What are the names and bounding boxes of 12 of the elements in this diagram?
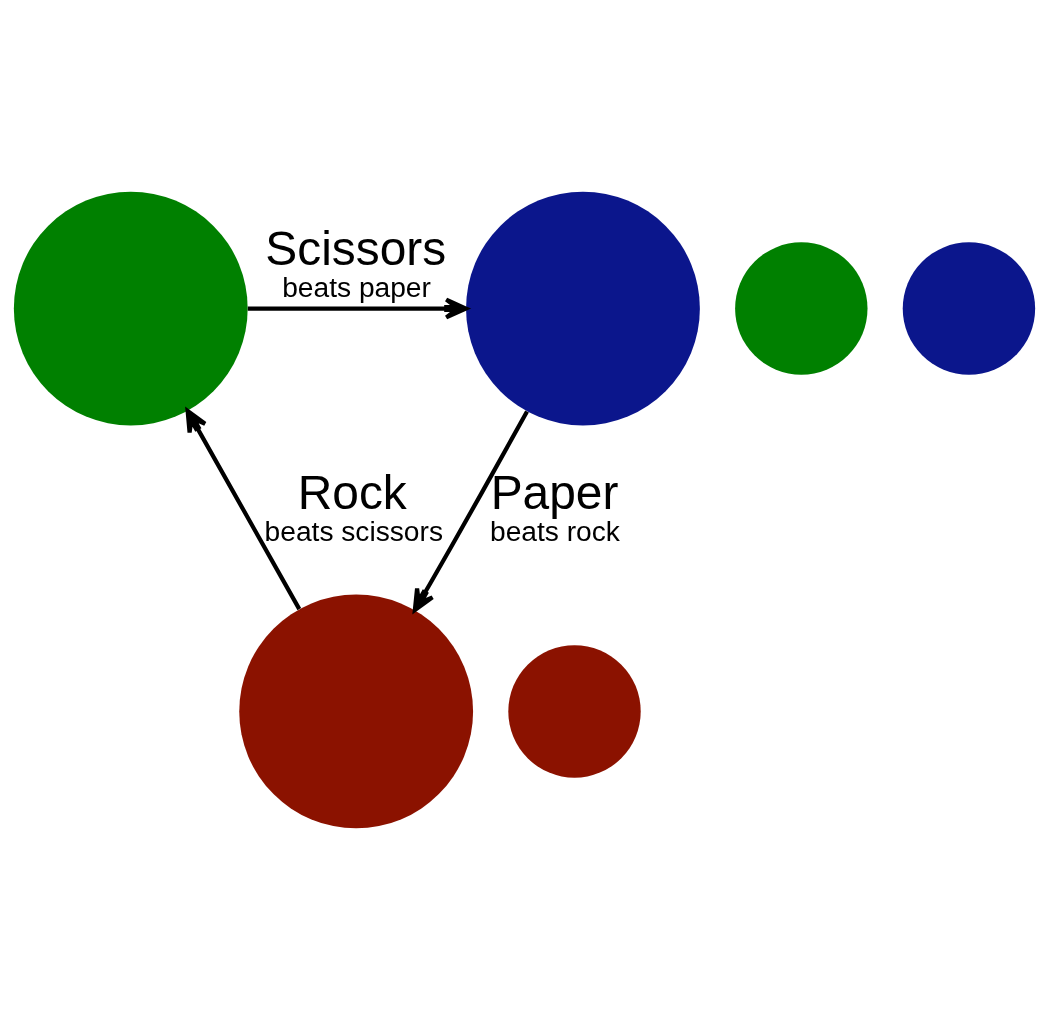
node-circle — [735, 241, 868, 375]
arrow — [412, 410, 529, 612]
arrow — [185, 408, 302, 610]
arrow — [247, 297, 469, 320]
node-circle — [508, 644, 641, 778]
node-circle — [902, 241, 1036, 375]
edge-label: Paper beats rock — [489, 465, 620, 547]
node-circle — [239, 594, 474, 828]
edge-label: Rock beats scissors — [264, 465, 443, 547]
edge-label: Scissors beats paper — [265, 221, 447, 303]
node-circle — [13, 191, 248, 425]
node-circle — [466, 191, 700, 425]
